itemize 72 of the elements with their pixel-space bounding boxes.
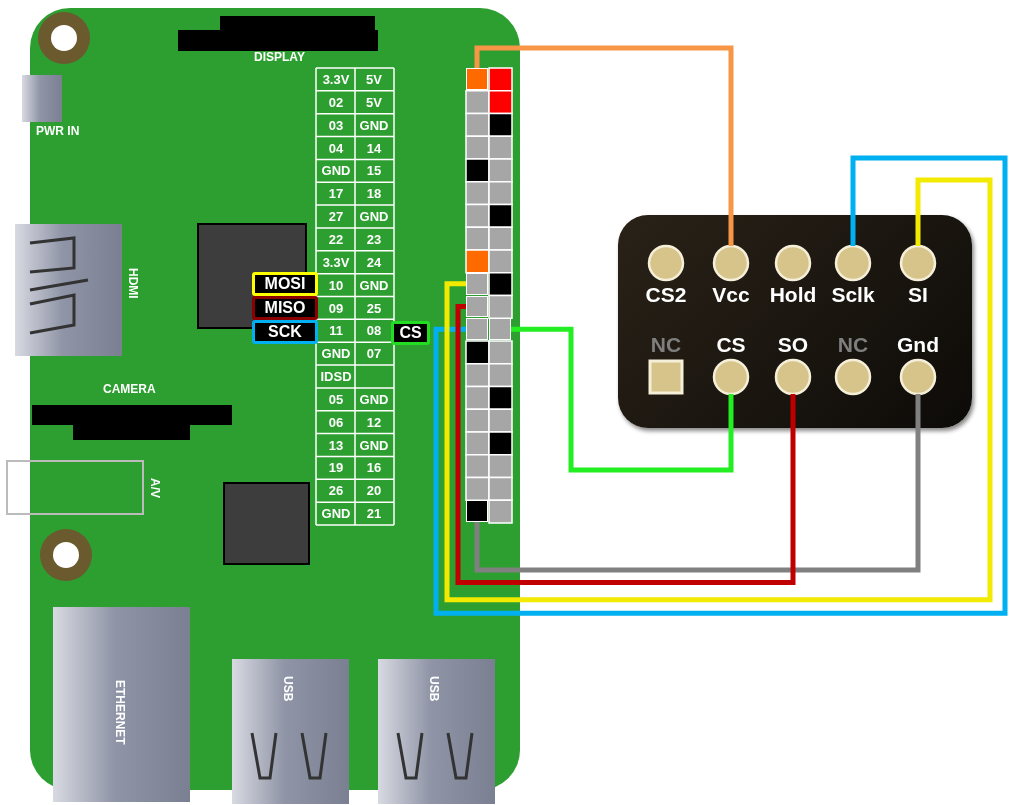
wire <box>474 45 734 246</box>
pin-number: 17 <box>327 185 345 204</box>
pin-number: GND <box>320 162 352 181</box>
connector-label: DISPLAY <box>254 51 305 63</box>
pin-number: GND <box>358 436 390 455</box>
pad-label: CS2 <box>644 283 688 307</box>
port-label: HDMI <box>127 268 139 299</box>
wire <box>474 394 921 573</box>
pin-number: IDSD <box>319 368 353 387</box>
pad-label: CS <box>715 333 747 357</box>
signal-tag: CS <box>391 321 430 345</box>
pin-number: GND <box>358 116 390 135</box>
signal-tag: MISO <box>252 296 318 320</box>
pin-number: GND <box>320 345 352 364</box>
flash-chip-board <box>618 215 972 428</box>
pin-number: 18 <box>365 185 383 204</box>
pin-number: 3.3V <box>321 253 351 272</box>
pin-number: 03 <box>327 116 345 135</box>
pin-number: 14 <box>365 139 383 158</box>
wire <box>455 303 796 585</box>
pin-number: 05 <box>327 390 345 409</box>
pin-number: 5V <box>365 93 383 112</box>
pin-number: GND <box>358 208 390 227</box>
pin-number: GND <box>358 276 390 295</box>
pin-number: 02 <box>327 93 345 112</box>
header-pin <box>466 272 488 295</box>
header-pin <box>466 318 488 340</box>
pin-number: 04 <box>327 139 345 158</box>
signal-tag: SCK <box>252 320 318 344</box>
pin-number: 08 <box>365 322 383 341</box>
port-label: CAMERA <box>103 383 156 395</box>
port-label: USB <box>282 676 294 702</box>
pin-number: 11 <box>328 322 344 341</box>
pin-number: 3.3V <box>321 71 351 89</box>
pin-number: 25 <box>365 299 383 318</box>
pin-number: 06 <box>327 413 345 432</box>
pin-number: 23 <box>365 230 383 249</box>
pad-label: SO <box>776 333 810 357</box>
pin-number: 24 <box>365 253 383 272</box>
pin-number: 13 <box>327 436 345 455</box>
pin-number: 07 <box>365 345 383 364</box>
pin-number: 10 <box>327 276 345 295</box>
port-label: USB <box>428 676 440 702</box>
header-pin <box>466 68 488 90</box>
pin-number: 15 <box>365 162 383 181</box>
pin-number: 22 <box>327 230 345 249</box>
pad-label: NC <box>649 333 683 357</box>
pin-number: GND <box>358 390 390 409</box>
pin-number: GND <box>320 505 352 524</box>
pad-label: Gnd <box>896 333 940 357</box>
pin-number: 12 <box>365 413 383 432</box>
pad-label: Vcc <box>711 283 751 307</box>
header-pin <box>466 500 488 522</box>
pin-number: 5V <box>365 71 383 89</box>
pin-number: 27 <box>327 208 345 227</box>
wire <box>511 326 734 473</box>
pad-label: Hold <box>768 283 818 307</box>
pin-number: 19 <box>327 459 345 478</box>
port-label: ETHERNET <box>114 680 126 745</box>
pin-number: 20 <box>365 482 383 501</box>
signal-tag: MOSI <box>252 272 318 296</box>
pin-number: 16 <box>365 459 383 478</box>
port-label: A/V <box>149 478 161 498</box>
pin-number: 09 <box>327 299 345 318</box>
pin-number: 21 <box>365 505 383 524</box>
pin-number: 26 <box>327 482 345 501</box>
pad-label: SI <box>907 283 929 307</box>
pad-label: NC <box>836 333 870 357</box>
connector-label: PWR IN <box>36 125 80 137</box>
pad-label: Sclk <box>830 283 876 307</box>
header-pin <box>489 318 511 340</box>
header-pin <box>466 295 488 318</box>
